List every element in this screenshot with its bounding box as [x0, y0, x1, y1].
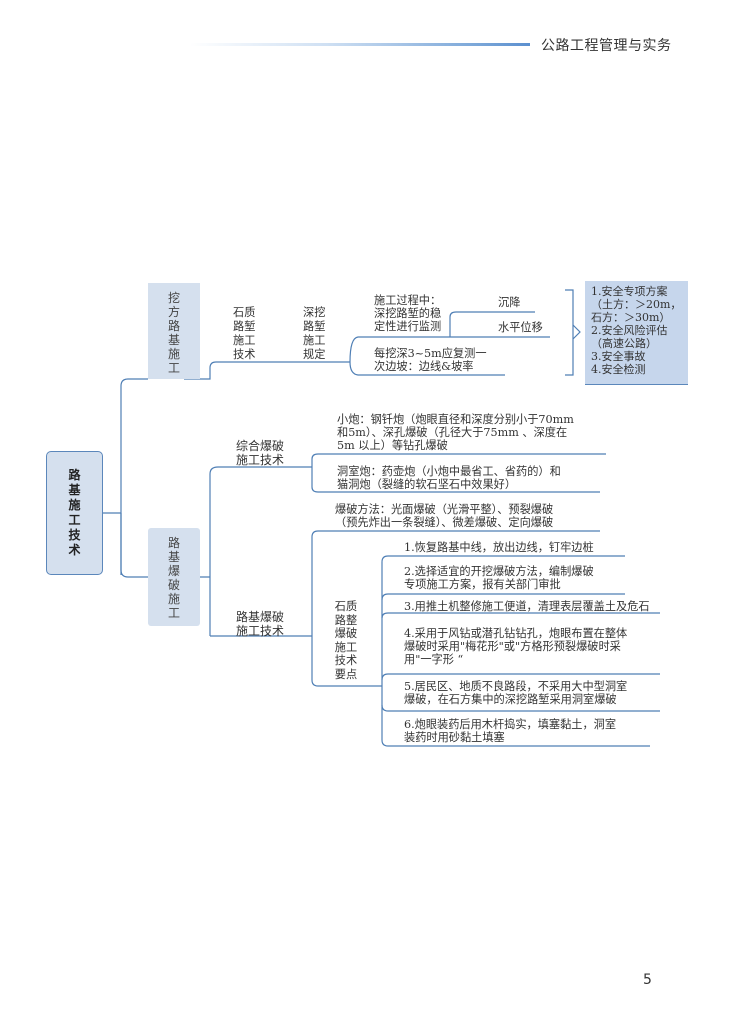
text-line: 爆破时采用"梅花形"或"方格形预裂爆破时采 — [404, 640, 621, 653]
text-line: 6.炮眼装药后用木杆捣实，填塞黏土，洞室 — [404, 718, 617, 731]
label-line: 施工 — [233, 334, 256, 347]
text-line: 次边坡：边线&坡率 — [374, 360, 474, 373]
keypoint-item-5[interactable]: 5.居民区、地质不良路段，不采用大中型洞室 爆破，在石方集中的深挖路堑采用洞室爆… — [404, 680, 627, 706]
safety-line: 4.安全检测 — [591, 363, 646, 376]
safety-line: 1.安全专项方案 — [591, 285, 668, 298]
node-deep-cutting-rules[interactable]: 深挖 路堑 施工 规定 — [303, 306, 325, 362]
node-monitoring[interactable]: 施工过程中： 深挖路堑的稳 定性进行监测 — [374, 294, 441, 333]
keypoint-item-2[interactable]: 2.选择适宜的开挖爆破方法，编制爆破 专项施工方案，报有关部门审批 — [404, 565, 594, 591]
safety-line: （高速公路） — [591, 337, 657, 350]
label-line: 规定 — [303, 348, 326, 361]
safety-line: 3.安全事故 — [591, 350, 646, 363]
label-line: 要点 — [334, 667, 358, 681]
text-line: 定性进行监测 — [374, 320, 442, 333]
safety-line: （土方：＞20m， — [591, 298, 682, 311]
label-line: 路基爆破 — [236, 610, 285, 624]
node-horizontal-displacement[interactable]: 水平位移 — [498, 321, 543, 334]
branch-node-blasting[interactable]: 路基爆破施工 — [148, 528, 200, 626]
text-line: 施工过程中： — [374, 294, 442, 307]
text-line: 3.用推土机整修施工便道，清理表层覆盖土及危石 — [404, 600, 650, 613]
header-gradient-line — [190, 43, 530, 46]
text-line: 每挖深3~5m应复测一 — [374, 347, 487, 360]
text-line: 爆破方法：光面爆破（光滑平整）、预裂爆破 — [335, 503, 554, 516]
label-line: 综合爆破 — [236, 439, 285, 453]
label-line: 施工 — [334, 640, 358, 654]
label-line: 爆破 — [334, 627, 358, 640]
text-line: 小炮：钢钎炮（炮眼直径和深度分别小于70mm — [337, 413, 574, 426]
label-line: 路堑 — [233, 320, 256, 333]
text-line: 洞室炮：药壶炮（小炮中最省工、省药的）和 — [337, 465, 561, 478]
text-line: 深挖路堑的稳 — [374, 307, 442, 320]
text-line: 爆破，在石方集中的深挖路堑采用洞室爆破 — [404, 693, 617, 706]
branch-node-excavation[interactable]: 挖方路基施工 — [148, 283, 200, 379]
label-line: 施工技术 — [236, 453, 285, 467]
keypoint-item-6[interactable]: 6.炮眼装药后用木杆捣实，填塞黏土，洞室 装药时用砂黏土填塞 — [404, 718, 616, 744]
node-resurvey[interactable]: 每挖深3~5m应复测一 次边坡：边线&坡率 — [374, 347, 487, 373]
node-subgrade-blasting-tech[interactable]: 路基爆破 施工技术 — [236, 610, 284, 638]
text-line: 1.恢复路基中线，放出边线，钉牢边桩 — [404, 541, 594, 554]
label-line: 施工技术 — [236, 624, 285, 638]
keypoint-item-4[interactable]: 4.采用于风钻或潜孔钻钻孔，炮眼布置在整体 爆破时采用"梅花形"或"方格形预裂爆… — [404, 627, 627, 666]
branch-label-blasting: 路基爆破施工 — [167, 536, 180, 620]
text-line: 专项施工方案，报有关部门审批 — [404, 578, 561, 591]
page-header-title: 公路工程管理与实务 — [541, 38, 672, 54]
safety-line: 2.安全风险评估 — [591, 324, 668, 337]
label-line: 路堑 — [303, 320, 326, 333]
label-line: 技术 — [334, 654, 358, 667]
text-line: 5m 以上）等钻孔爆破 — [337, 439, 448, 452]
label-line: 技术 — [233, 348, 256, 361]
keypoint-item-1[interactable]: 1.恢复路基中线，放出边线，钉牢边桩 — [404, 541, 594, 554]
label-line: 石质 — [334, 600, 358, 613]
text-line: 5.居民区、地质不良路段，不采用大中型洞室 — [404, 680, 628, 693]
page-number: 5 — [643, 972, 652, 988]
safety-line: 石方：＞30m） — [591, 311, 671, 324]
root-label: 路基施工技术 — [68, 468, 81, 557]
text-line: 2.选择适宜的开挖爆破方法，编制爆破 — [404, 565, 594, 578]
root-node[interactable]: 路基施工技术 — [46, 451, 103, 575]
text-line: 猫洞炮（裂缝的软石坚石中效果好） — [337, 478, 517, 491]
node-settlement[interactable]: 沉降 — [498, 296, 521, 309]
label-line: 施工 — [303, 334, 326, 347]
text-line: 用"一字形 “ — [404, 653, 464, 666]
node-chamber-blast[interactable]: 洞室炮：药壶炮（小炮中最省工、省药的）和 猫洞炮（裂缝的软石坚石中效果好） — [337, 465, 561, 491]
node-comprehensive-blasting[interactable]: 综合爆破 施工技术 — [236, 439, 284, 467]
label-line: 深挖 — [303, 306, 326, 319]
safety-requirements-box[interactable]: 1.安全专项方案 （土方：＞20m， 石方：＞30m） 2.安全风险评估 （高速… — [585, 281, 688, 385]
text-line: 4.采用于风钻或潜孔钻钻孔，炮眼布置在整体 — [404, 627, 628, 640]
node-blasting-methods[interactable]: 爆破方法：光面爆破（光滑平整）、预裂爆破 （预先炸出一条裂缝）、微差爆破、定向爆… — [335, 503, 553, 529]
node-rock-cutting-tech[interactable]: 石质 路堑 施工 技术 — [233, 306, 255, 362]
text-line: 装药时用砂黏土填塞 — [404, 731, 505, 744]
label-line: 路整 — [334, 613, 358, 627]
node-keypoints-label[interactable]: 石质 路整 爆破 施工 技术 要点 — [333, 600, 359, 681]
node-small-blast[interactable]: 小炮：钢钎炮（炮眼直径和深度分别小于70mm 和5m）、深孔爆破（孔径大于75m… — [337, 413, 574, 452]
keypoint-item-3[interactable]: 3.用推土机整修施工便道，清理表层覆盖土及危石 — [404, 600, 650, 613]
text-line: 和5m）、深孔爆破（孔径大于75mm 、深度在 — [337, 426, 568, 439]
branch-label-excavation: 挖方路基施工 — [167, 291, 180, 375]
label-line: 石质 — [233, 306, 256, 319]
text-line: （预先炸出一条裂缝）、微差爆破、定向爆破 — [335, 516, 554, 529]
